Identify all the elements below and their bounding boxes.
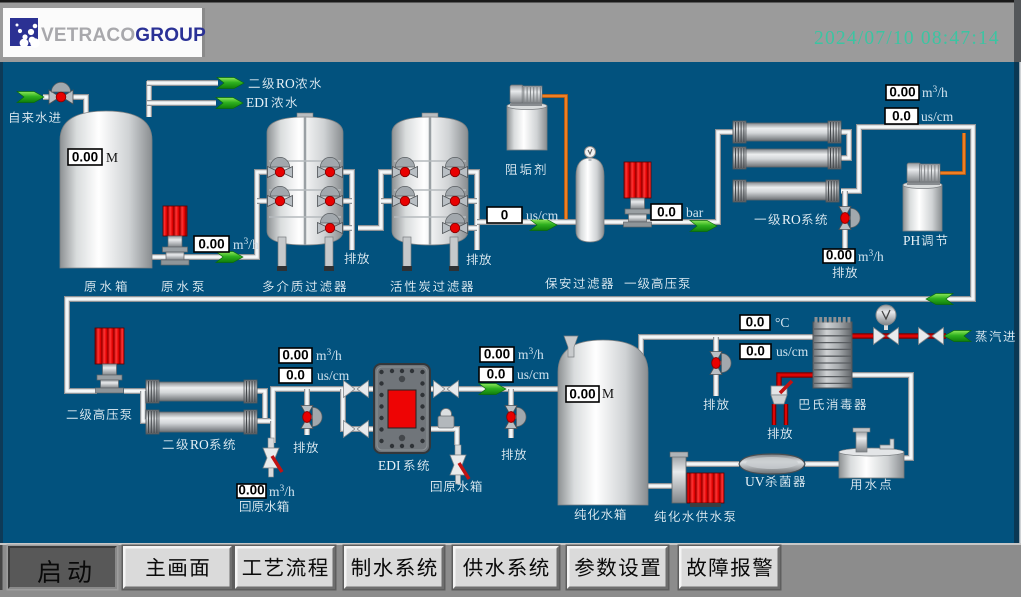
svg-text:0.00: 0.00 — [889, 85, 915, 100]
svg-text:0.0: 0.0 — [892, 109, 911, 124]
svg-text:VETRACOGROUP: VETRACOGROUP — [41, 25, 206, 46]
svg-text:us/cm: us/cm — [776, 344, 809, 359]
svg-text:M: M — [602, 386, 614, 401]
svg-text:0.00: 0.00 — [282, 348, 308, 363]
svg-text:EDI: EDI — [378, 458, 401, 473]
svg-text:0.0: 0.0 — [657, 205, 676, 220]
svg-text:us/cm: us/cm — [921, 109, 954, 124]
svg-text:0.00: 0.00 — [484, 347, 510, 362]
svg-text:0.0: 0.0 — [746, 344, 765, 359]
svg-text:0.0: 0.0 — [286, 368, 305, 383]
svg-text:m3/h: m3/h — [858, 249, 884, 264]
svg-text:EDI: EDI — [246, 95, 269, 110]
svg-text:0.00: 0.00 — [198, 237, 224, 252]
svg-text:m3/h: m3/h — [922, 85, 948, 100]
svg-text:us/cm: us/cm — [517, 367, 550, 382]
svg-text:0.00: 0.00 — [238, 483, 264, 498]
svg-text:bar: bar — [686, 205, 704, 220]
svg-text:M: M — [106, 150, 118, 165]
svg-text:m3/h: m3/h — [316, 348, 342, 363]
svg-text:UV: UV — [745, 474, 765, 489]
svg-text:us/cm: us/cm — [526, 208, 559, 223]
svg-text:0.00: 0.00 — [72, 150, 98, 165]
svg-text:RO: RO — [190, 437, 209, 452]
svg-text:0.00: 0.00 — [826, 248, 852, 263]
svg-text:0.00: 0.00 — [569, 387, 595, 402]
svg-text:PH: PH — [903, 233, 921, 248]
svg-text:0.0: 0.0 — [487, 367, 506, 382]
svg-text:RO: RO — [782, 212, 801, 227]
svg-text:m3/h: m3/h — [518, 347, 544, 362]
svg-text:m3/h: m3/h — [269, 484, 295, 499]
svg-text:us/cm: us/cm — [317, 368, 350, 383]
svg-text:°C: °C — [775, 315, 789, 330]
svg-text:0.0: 0.0 — [746, 315, 765, 330]
svg-text:2024/07/10 08:47:14: 2024/07/10 08:47:14 — [814, 28, 1000, 49]
svg-text:m3/h: m3/h — [233, 237, 259, 252]
svg-text:0: 0 — [501, 208, 509, 223]
svg-text:RO: RO — [276, 76, 295, 91]
